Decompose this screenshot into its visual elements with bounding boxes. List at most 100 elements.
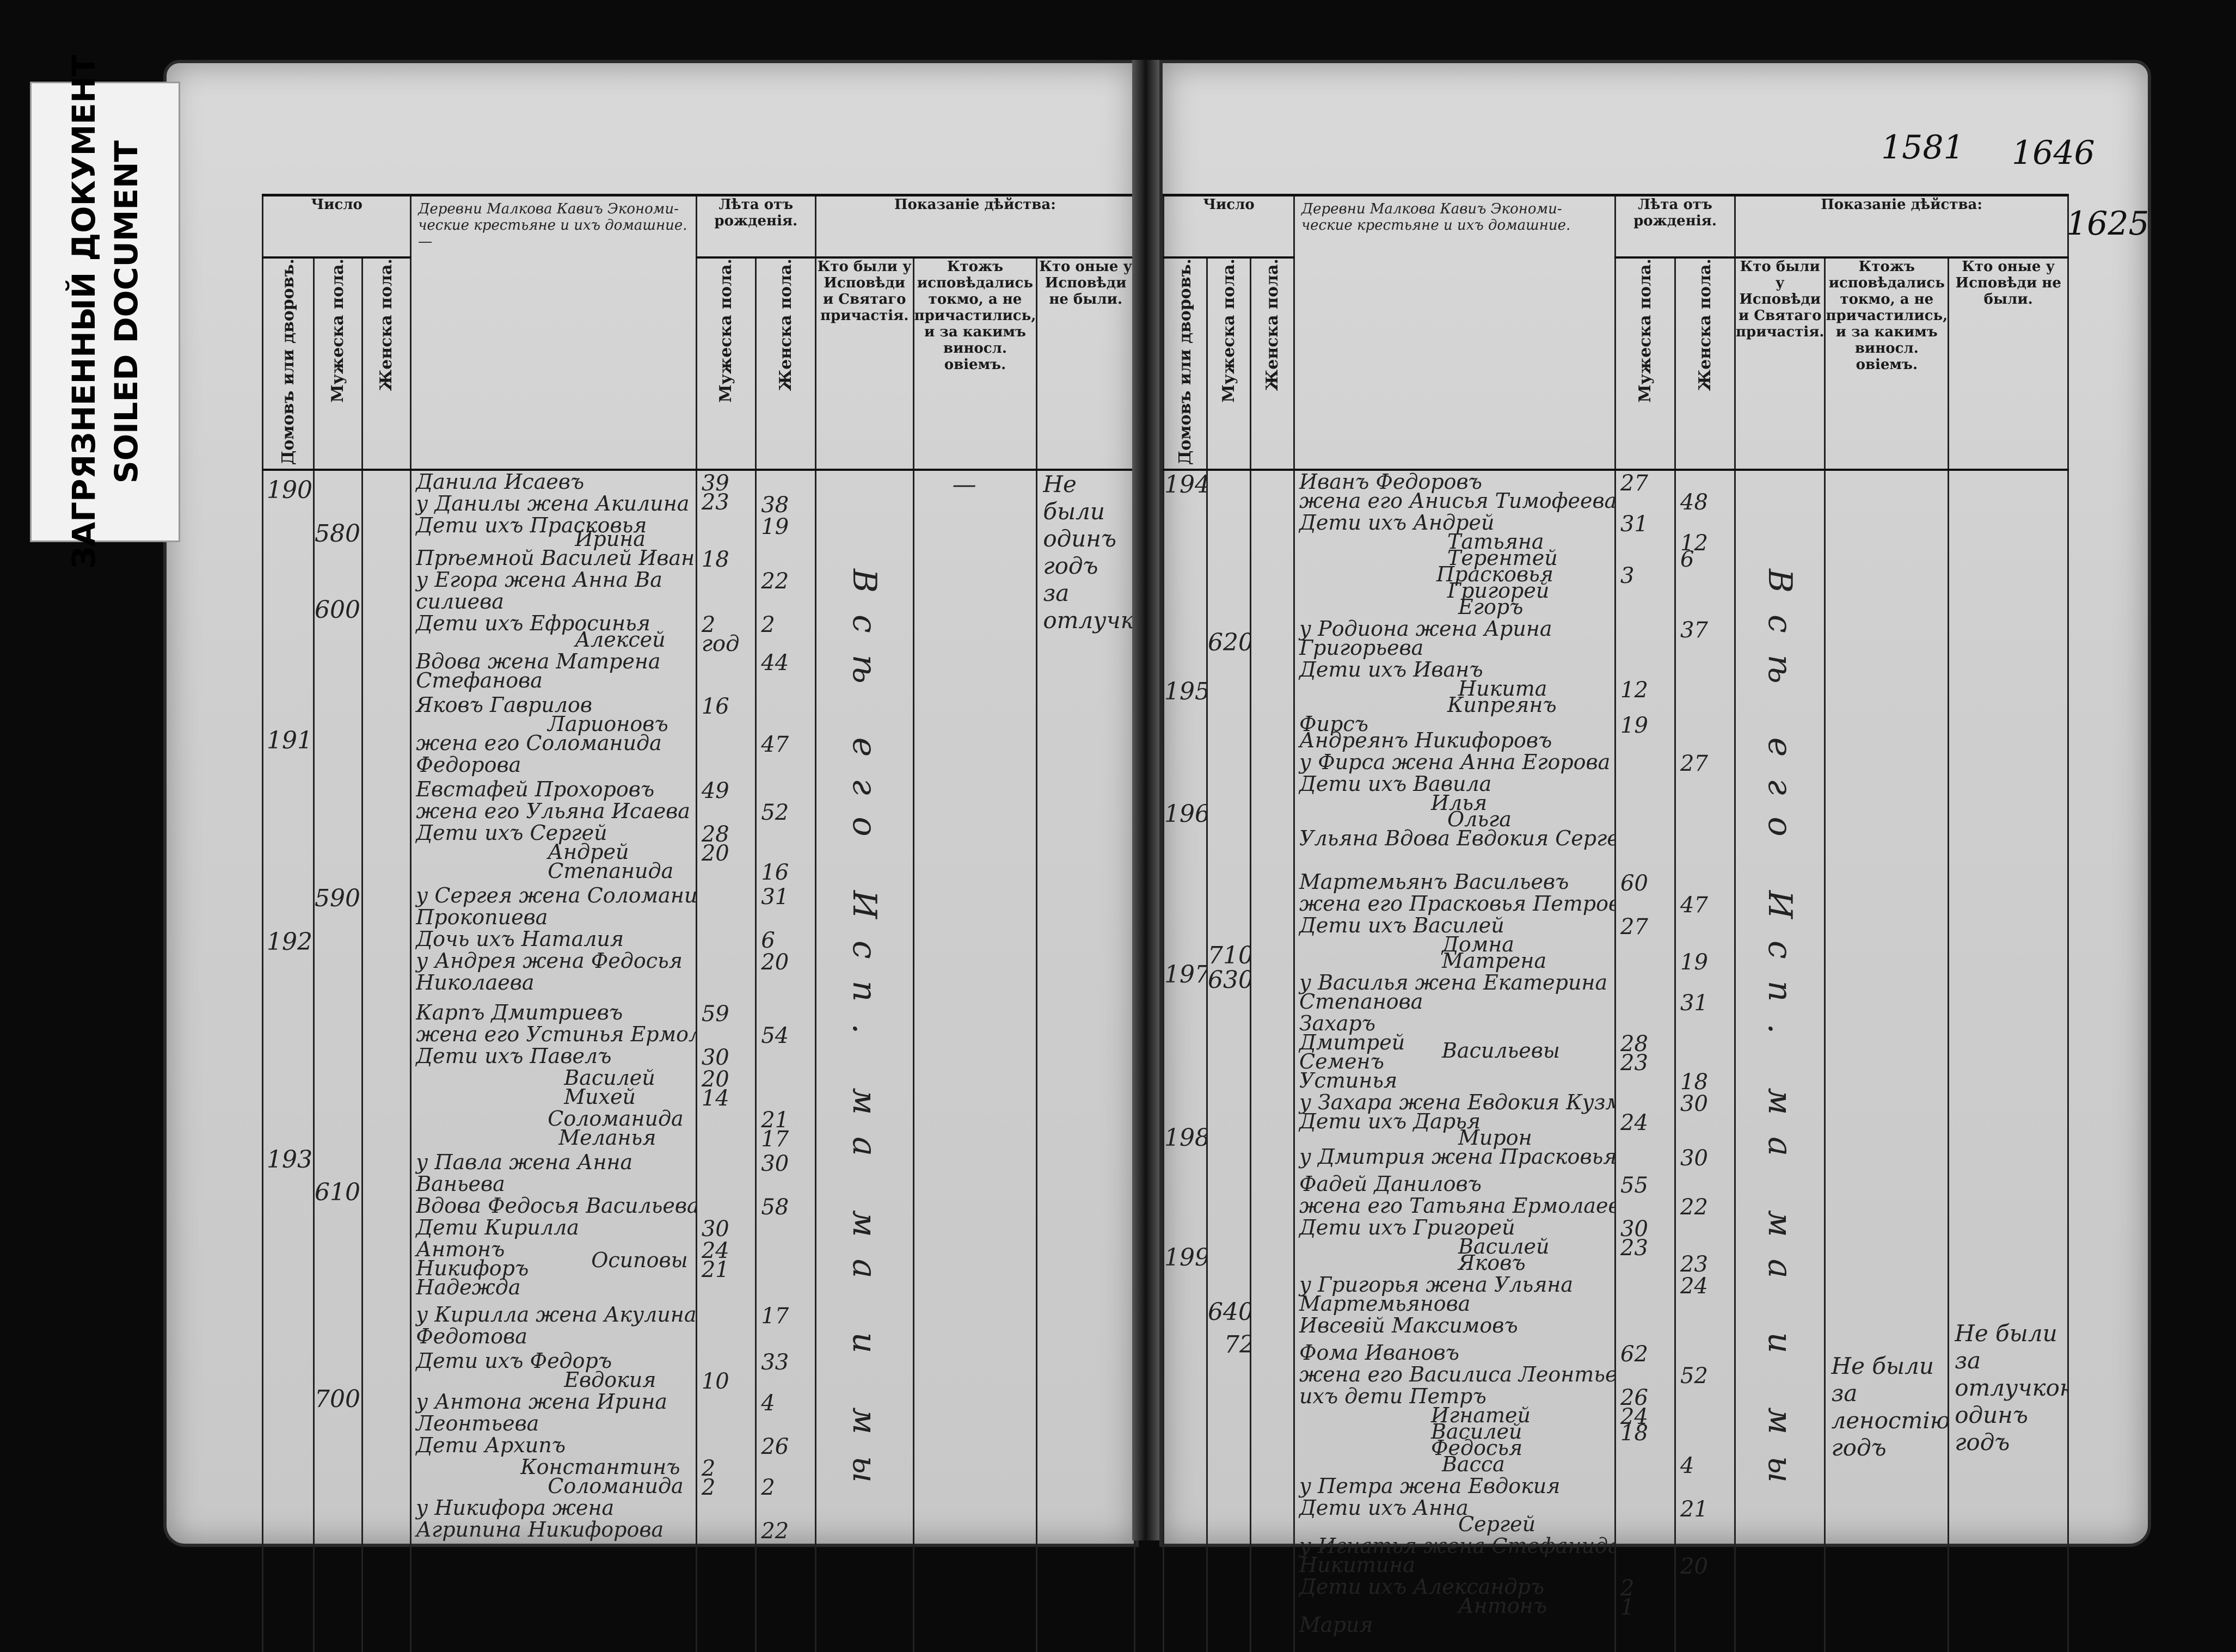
entry-line: Андреянъ Никифоровъ xyxy=(1299,728,1552,753)
entry-line: Васса xyxy=(1442,1452,1505,1477)
col-households: Домовъ или дворовъ. xyxy=(1163,257,1208,471)
right-not-confessed-col: Не были за отлучкою одинъ годъ xyxy=(1948,470,2069,1652)
age-male: 27 xyxy=(1620,914,1648,940)
age-female: 21 xyxy=(761,1108,789,1133)
age-female: 23 xyxy=(1680,1252,1708,1278)
left-age-male-col: 39 23 18 2 год 16 49 28 20 59 30 20 14 3… xyxy=(695,470,757,1652)
age-male: 30 xyxy=(1620,1217,1648,1242)
entry-line: у Андрея жена Федосья xyxy=(416,949,683,973)
entry-line: жена его Соломанида xyxy=(416,731,662,756)
column-header-number: Число xyxy=(261,195,412,259)
entry-line: жена его Ульяна Исаева xyxy=(416,799,690,824)
age-male: 23 xyxy=(1620,1051,1648,1076)
male-count: 620 xyxy=(1208,629,1251,657)
household-number: 198 xyxy=(1164,1124,1207,1152)
age-female: 6 xyxy=(761,928,775,954)
entry-line: Кипреянъ xyxy=(1447,693,1557,717)
age-male: 12 xyxy=(1620,678,1648,703)
age-female: 17 xyxy=(761,1304,789,1329)
household-number: 199 xyxy=(1164,1244,1207,1272)
age-male: год xyxy=(701,631,740,657)
entry-line: Илья xyxy=(1431,791,1488,815)
entry-line: у Григорья жена Ульяна xyxy=(1299,1273,1574,1297)
age-female: 19 xyxy=(761,514,789,540)
age-female: 26 xyxy=(761,1434,789,1460)
entry-line: Ивсевій Максимовъ xyxy=(1299,1313,1518,1338)
age-female: 27 xyxy=(1680,751,1708,777)
col-female: Женска пола. xyxy=(1250,257,1295,471)
entry-line: у Павла жена Анна xyxy=(416,1150,633,1175)
entry-line: у Дмитрия жена Прасковья xyxy=(1299,1145,1615,1169)
entry-line: Федосья xyxy=(1431,1436,1523,1460)
entry-line: жена его Устинья Ермолаева xyxy=(416,1022,695,1047)
entry-line: Дети ихъ Павелъ xyxy=(416,1044,612,1068)
col-confessed: Кто были у Исповѣди и Святаго причастія. xyxy=(1734,257,1826,471)
confessed-all-note: Всѣ его Исп. ма ма и мы xyxy=(845,569,884,1505)
entry-line: Константинъ xyxy=(520,1455,680,1479)
entry-line: Ульяна Вдова Евдокия Сергеева xyxy=(1299,826,1614,851)
age-male: 2 xyxy=(701,612,716,638)
dash-mark: — xyxy=(952,471,976,499)
column-header-number: Число xyxy=(1163,195,1295,259)
entry-line: Татьяна xyxy=(1447,530,1544,554)
entry-line: Степанова xyxy=(1299,990,1423,1014)
entry-line: Вдова Федосья Васильева xyxy=(416,1194,697,1218)
entry-line: Стефанова xyxy=(416,668,543,693)
col-male: Мужеска пола. xyxy=(1206,257,1251,471)
entry-line: Никифоръ xyxy=(416,1256,529,1281)
entry-line: у Игнатья жена Стефанида xyxy=(1299,1534,1615,1558)
entry-line: Сергей xyxy=(1458,1512,1536,1537)
right-register-table: Число Деревни Малкова Кавиъ Экономи­ческ… xyxy=(1163,194,2069,1652)
age-male: 24 xyxy=(701,1238,729,1264)
entry-line: Степанида xyxy=(548,859,674,883)
entry-line: Евстафей Прохоровъ xyxy=(416,777,655,802)
entry-line: Надежда xyxy=(416,1275,521,1300)
age-male: 14 xyxy=(701,1086,729,1111)
household-number: 193 xyxy=(267,1146,312,1174)
age-male: 55 xyxy=(1620,1173,1648,1199)
entry-line: Федотова xyxy=(416,1324,527,1349)
entry-line: Прокопиева xyxy=(416,905,548,930)
entry-line: Мария xyxy=(1299,1613,1373,1637)
entry-line: Карпъ Дмитриевъ xyxy=(416,1000,623,1025)
entry-line: Ваньева xyxy=(416,1172,505,1196)
right-confessed-col: Всѣ его Исп. ма ма и мы xyxy=(1734,470,1826,1652)
entry-line: жена его Прасковья Петрова xyxy=(1299,892,1615,916)
entry-line: Иванъ Федоровъ xyxy=(1299,470,1482,494)
entry-line: у Данилы жена Акилина xyxy=(416,492,690,516)
age-male: 21 xyxy=(701,1257,729,1283)
age-female: 24 xyxy=(1680,1274,1708,1299)
entry-line: жена его Анисья Тимофеева xyxy=(1299,489,1615,513)
left-page: Число Деревни Малкова Кавиъ Экономи­ческ… xyxy=(163,60,1139,1652)
age-female: 30 xyxy=(1680,1091,1708,1117)
male-count: 720 xyxy=(1224,1331,1249,1359)
entry-line: Григорей xyxy=(1447,579,1550,603)
male-count: 640 xyxy=(1208,1298,1251,1326)
right-households-col: 194 195 196 197 198 199 xyxy=(1163,470,1208,1652)
age-male: 24 xyxy=(1620,1110,1648,1136)
folio-number: 1625 xyxy=(2066,205,2149,243)
age-female: 22 xyxy=(1680,1195,1708,1220)
left-not-confessed-col: Не были одинъ годъ за отлучкою xyxy=(1036,470,1135,1652)
left-names-col: Данила Исаевъ у Данилы жена Акилина Дети… xyxy=(410,470,697,1652)
village-title: Деревни Малкова Кавиъ Экономи­ческие кре… xyxy=(1293,195,1616,471)
entry-line: Дети ихъ Василей xyxy=(1299,913,1504,938)
left-female-col xyxy=(361,470,412,1652)
entry-line: Антонъ xyxy=(1458,1594,1547,1618)
age-male: 28 xyxy=(701,822,729,848)
household-number: 192 xyxy=(267,928,312,956)
entry-line: Домна xyxy=(1442,932,1514,957)
entry-line: Дети ихъ Федоръ xyxy=(416,1349,612,1373)
col-male: Мужеска пола. xyxy=(313,257,364,471)
entry-line: Леонтьева xyxy=(416,1411,539,1436)
age-male: 24 xyxy=(1620,1404,1648,1430)
entry-line: Алексей xyxy=(575,628,666,652)
age-female: 6 xyxy=(1680,547,1694,573)
age-female: 19 xyxy=(1680,950,1708,975)
entry-line: Агрипина Никифорова xyxy=(416,1518,664,1542)
age-male: 30 xyxy=(701,1217,729,1242)
entry-line: Мартемьянъ Васильевъ xyxy=(1299,870,1569,894)
entry-line: Дети ихъ Александръ xyxy=(1299,1575,1545,1599)
entry-line: Меланья xyxy=(558,1126,656,1150)
entry-line: у Кирилла жена Акулина xyxy=(416,1303,697,1327)
